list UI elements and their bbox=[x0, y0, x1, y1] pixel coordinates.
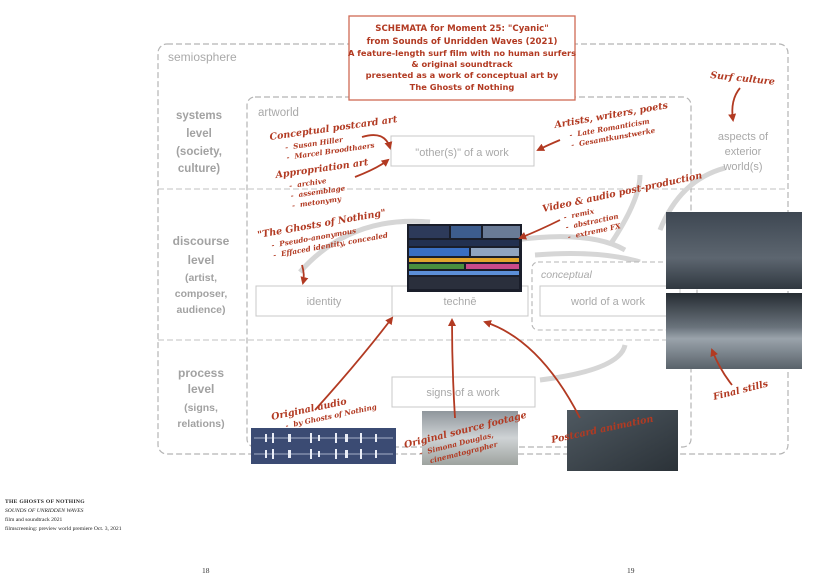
svg-text:-: - bbox=[271, 240, 276, 249]
svg-text:from Sounds of Unridden Waves: from Sounds of Unridden Waves (2021) bbox=[367, 37, 558, 47]
svg-text:-: - bbox=[286, 152, 290, 161]
conceptual-postcard-annotation: Conceptual postcard art Susan Hiller Mar… bbox=[269, 114, 399, 162]
caption-work: SOUNDS OF UNRIDDEN WAVES bbox=[5, 508, 84, 514]
svg-text:-: - bbox=[285, 421, 290, 430]
original-audio-annotation: Original audio - by Ghosts of Nothing bbox=[270, 396, 377, 430]
appropriation-annotation: Appropriation art - archive - assemblage… bbox=[274, 157, 370, 210]
svg-text:-: - bbox=[570, 140, 575, 149]
svg-text:presented as a work of concept: presented as a work of conceptual art by bbox=[366, 70, 559, 80]
postcard-animation-image bbox=[567, 410, 678, 471]
svg-text:-: - bbox=[567, 232, 572, 241]
discourse-level-label: discourse level (artist, composer, audie… bbox=[173, 234, 230, 316]
svg-text:The Ghosts of Nothing: The Ghosts of Nothing bbox=[410, 82, 515, 92]
svg-text:discourse: discourse bbox=[173, 234, 230, 248]
semiosphere-label: semiosphere bbox=[168, 50, 237, 64]
svg-text:world(s): world(s) bbox=[722, 161, 762, 173]
svg-text:-: - bbox=[289, 181, 293, 190]
identity-label: identity bbox=[307, 296, 342, 308]
svg-text:-: - bbox=[291, 201, 295, 210]
svg-text:exterior: exterior bbox=[725, 146, 762, 158]
final-still-2 bbox=[666, 293, 802, 369]
caption-block: THE GHOSTS OF NOTHING SOUNDS OF UNRIDDEN… bbox=[5, 498, 122, 534]
svg-text:level: level bbox=[188, 253, 215, 267]
conceptual-label: conceptual bbox=[541, 269, 592, 281]
source-footage-image bbox=[422, 411, 518, 465]
world-box bbox=[539, 285, 681, 317]
caption-artist: THE GHOSTS OF NOTHING bbox=[5, 499, 85, 505]
svg-text:(artist,: (artist, bbox=[185, 272, 217, 284]
svg-text:& original soundtrack: & original soundtrack bbox=[411, 59, 513, 69]
svg-text:-: - bbox=[285, 143, 289, 152]
title-box bbox=[348, 15, 576, 101]
others-box bbox=[390, 135, 535, 167]
svg-text:-: - bbox=[565, 222, 570, 231]
surf-culture-annotation: Surf culture bbox=[710, 70, 776, 88]
editing-software-screenshot bbox=[407, 224, 522, 292]
svg-text:culture): culture) bbox=[178, 163, 220, 175]
svg-text:relations): relations) bbox=[177, 418, 224, 430]
svg-text:process: process bbox=[178, 366, 224, 380]
svg-text:Video & audio post-production: Video & audio post-production bbox=[541, 170, 703, 215]
artists-annotation: Artists, writers, poets - Late Romantici… bbox=[553, 100, 670, 149]
page-number-right: 19 bbox=[627, 566, 635, 575]
svg-text:SCHEMATA for Moment 25: "Cyani: SCHEMATA for Moment 25: "Cyanic" bbox=[375, 24, 548, 34]
svg-text:-: - bbox=[419, 448, 424, 457]
red-arrows bbox=[300, 87, 741, 419]
svg-text:audience): audience) bbox=[176, 304, 225, 316]
svg-text:level: level bbox=[188, 382, 215, 396]
systems-level-label: systems level (society, culture) bbox=[176, 110, 222, 175]
svg-text:(society,: (society, bbox=[176, 146, 222, 158]
svg-text:-: - bbox=[563, 212, 568, 221]
svg-text:composer,: composer, bbox=[175, 288, 228, 300]
signs-label: signs of a work bbox=[426, 387, 500, 399]
audio-waveform-image bbox=[251, 428, 396, 464]
techne-label: technē bbox=[443, 296, 476, 308]
world-label: world of a work bbox=[570, 296, 645, 308]
process-level-label: process level (signs, relations) bbox=[177, 366, 224, 430]
page-number-left: 18 bbox=[202, 566, 210, 575]
others-box-label: "other(s)" of a work bbox=[415, 147, 509, 159]
exterior-worlds-label: aspects of exterior world(s) bbox=[718, 131, 769, 173]
svg-text:archive: archive bbox=[297, 176, 328, 189]
ghosts-annotation: "The Ghosts of Nothing" - Pseudo-anonymo… bbox=[257, 208, 389, 260]
gray-flow-arrows bbox=[298, 165, 726, 383]
svg-text:(signs,: (signs, bbox=[184, 402, 218, 414]
caption-line4: filmscreening: preview world premiere Oc… bbox=[5, 526, 122, 532]
svg-text:-: - bbox=[569, 130, 574, 139]
artworld-label: artworld bbox=[258, 107, 299, 119]
svg-text:level: level bbox=[186, 128, 212, 140]
caption-line3: film and soundtrack 2021 bbox=[5, 517, 63, 523]
final-stills-annotation: Final stills bbox=[711, 378, 770, 403]
signs-box bbox=[391, 376, 536, 408]
final-still-1 bbox=[666, 212, 802, 289]
svg-text:systems: systems bbox=[176, 110, 222, 122]
svg-text:-: - bbox=[290, 191, 294, 200]
svg-text:A feature-length surf film wit: A feature-length surf film with no human… bbox=[348, 48, 576, 58]
svg-text:-: - bbox=[272, 250, 277, 259]
title-box-text: SCHEMATA for Moment 25: "Cyanic" from So… bbox=[348, 24, 576, 92]
svg-text:aspects of: aspects of bbox=[718, 131, 769, 143]
